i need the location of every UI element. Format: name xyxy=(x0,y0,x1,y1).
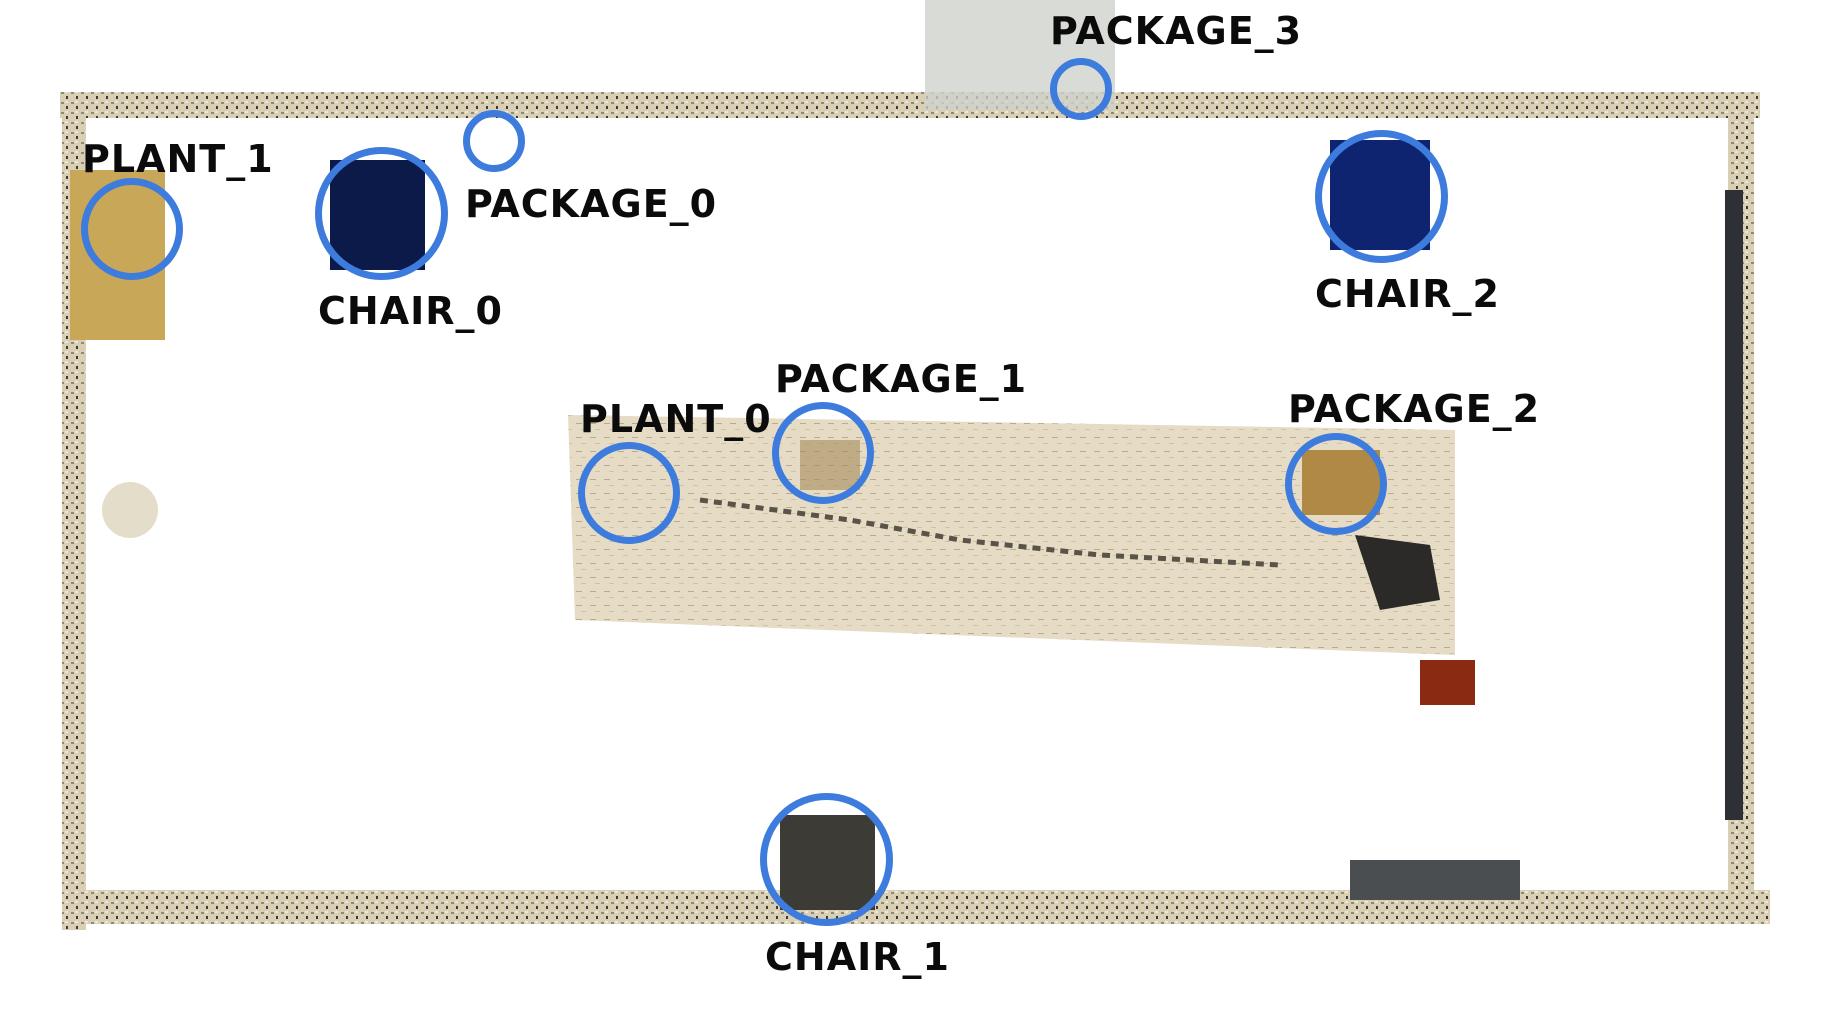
package-1-marker[interactable] xyxy=(772,402,874,504)
plant-0-marker[interactable] xyxy=(578,442,680,544)
package-1-label: PACKAGE_1 xyxy=(775,357,1028,401)
package-2-marker[interactable] xyxy=(1285,433,1387,535)
plant-1-label: PLANT_1 xyxy=(82,137,274,181)
room-walls xyxy=(60,0,1770,930)
chair-2-label: CHAIR_2 xyxy=(1315,272,1500,316)
chair-1-marker[interactable] xyxy=(760,793,893,926)
package-0-marker[interactable] xyxy=(463,110,525,172)
package-2-label: PACKAGE_2 xyxy=(1288,387,1541,431)
chair-1-label: CHAIR_1 xyxy=(765,935,950,979)
package-3-marker[interactable] xyxy=(1050,58,1112,120)
package-3-label: PACKAGE_3 xyxy=(1050,9,1303,53)
plant-1-marker[interactable] xyxy=(81,178,183,280)
chair-0-marker[interactable] xyxy=(315,147,448,280)
plant-0-label: PLANT_0 xyxy=(580,397,772,441)
package-0-label: PACKAGE_0 xyxy=(465,182,718,226)
chair-2-marker[interactable] xyxy=(1315,130,1448,263)
chair-0-label: CHAIR_0 xyxy=(318,289,503,333)
